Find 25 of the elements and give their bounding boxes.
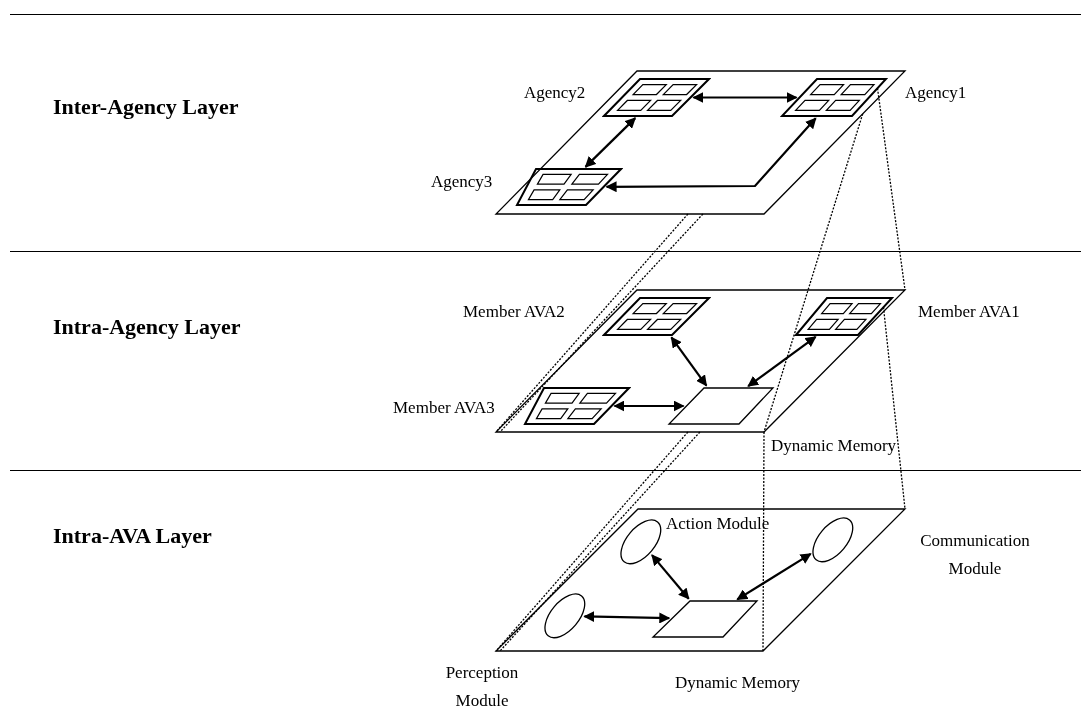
layer-title: Inter-Agency Layer <box>53 94 239 120</box>
double-arrow <box>613 400 685 412</box>
node-label: Agency3 <box>431 172 494 192</box>
projection-line <box>762 431 765 652</box>
node-label: Member AVA1 <box>918 302 1021 322</box>
double-arrow <box>736 552 812 601</box>
node-label: Member AVA2 <box>463 302 566 322</box>
double-arrow <box>605 117 817 193</box>
double-arrow <box>747 335 817 388</box>
node-label: Dynamic Memory <box>771 436 898 456</box>
projection-line <box>763 113 864 433</box>
node-label: Agency2 <box>524 83 587 103</box>
layer-title: Intra-Agency Layer <box>53 314 241 340</box>
double-arrow <box>692 92 798 103</box>
double-arrow <box>584 117 636 168</box>
node-label: Member AVA3 <box>393 398 496 418</box>
layer-title: Intra-AVA Layer <box>53 523 212 549</box>
double-arrow <box>651 554 690 600</box>
double-arrow <box>670 336 708 387</box>
double-arrow <box>583 611 671 624</box>
node-label: Dynamic Memory <box>675 673 802 693</box>
node-label: Action Module <box>666 514 771 534</box>
node-label: Communication Module <box>919 530 1031 580</box>
node-label: Perception Module <box>444 662 520 712</box>
node-label: Agency1 <box>905 83 968 103</box>
